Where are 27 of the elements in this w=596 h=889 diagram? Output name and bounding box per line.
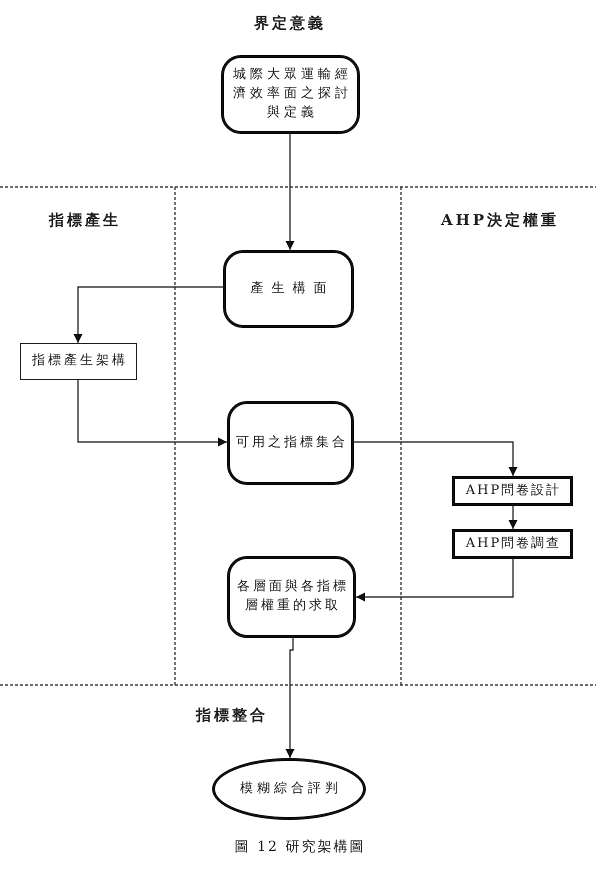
arrow — [356, 559, 514, 602]
step-text: 各層面與各指標層權重的求取 — [236, 578, 350, 615]
process-box — [223, 250, 354, 328]
arrow — [74, 286, 223, 343]
arrow — [354, 441, 518, 476]
process-box — [452, 476, 573, 506]
step-text: 城際大眾運輸經濟效率面之探討與定義 — [232, 66, 353, 122]
arrow — [77, 380, 227, 446]
figure-caption: 圖 12 研究架構圖 — [234, 838, 366, 856]
arrow — [286, 134, 294, 250]
arrow — [286, 638, 294, 758]
arrow — [508, 506, 518, 529]
step-text: AHP問卷設計 — [464, 482, 562, 500]
step-text: 指標產生架構 — [31, 352, 128, 370]
process-box — [452, 529, 573, 559]
step-text: 可用之指標集合 — [235, 434, 348, 452]
lane-heading: 指標產生 — [49, 211, 121, 230]
lane-heading: 界定意義 — [254, 14, 326, 33]
process-box — [227, 401, 354, 485]
step-text: 產生構面 — [250, 280, 334, 298]
lane-heading: 指標整合 — [196, 706, 268, 725]
lane-heading: AHP決定權重 — [440, 211, 560, 230]
step-text: AHP問卷調查 — [464, 534, 562, 553]
step-text: 模糊綜合評判 — [239, 780, 342, 798]
process-box — [20, 343, 137, 380]
process-box — [227, 556, 356, 638]
process-box — [221, 55, 360, 134]
